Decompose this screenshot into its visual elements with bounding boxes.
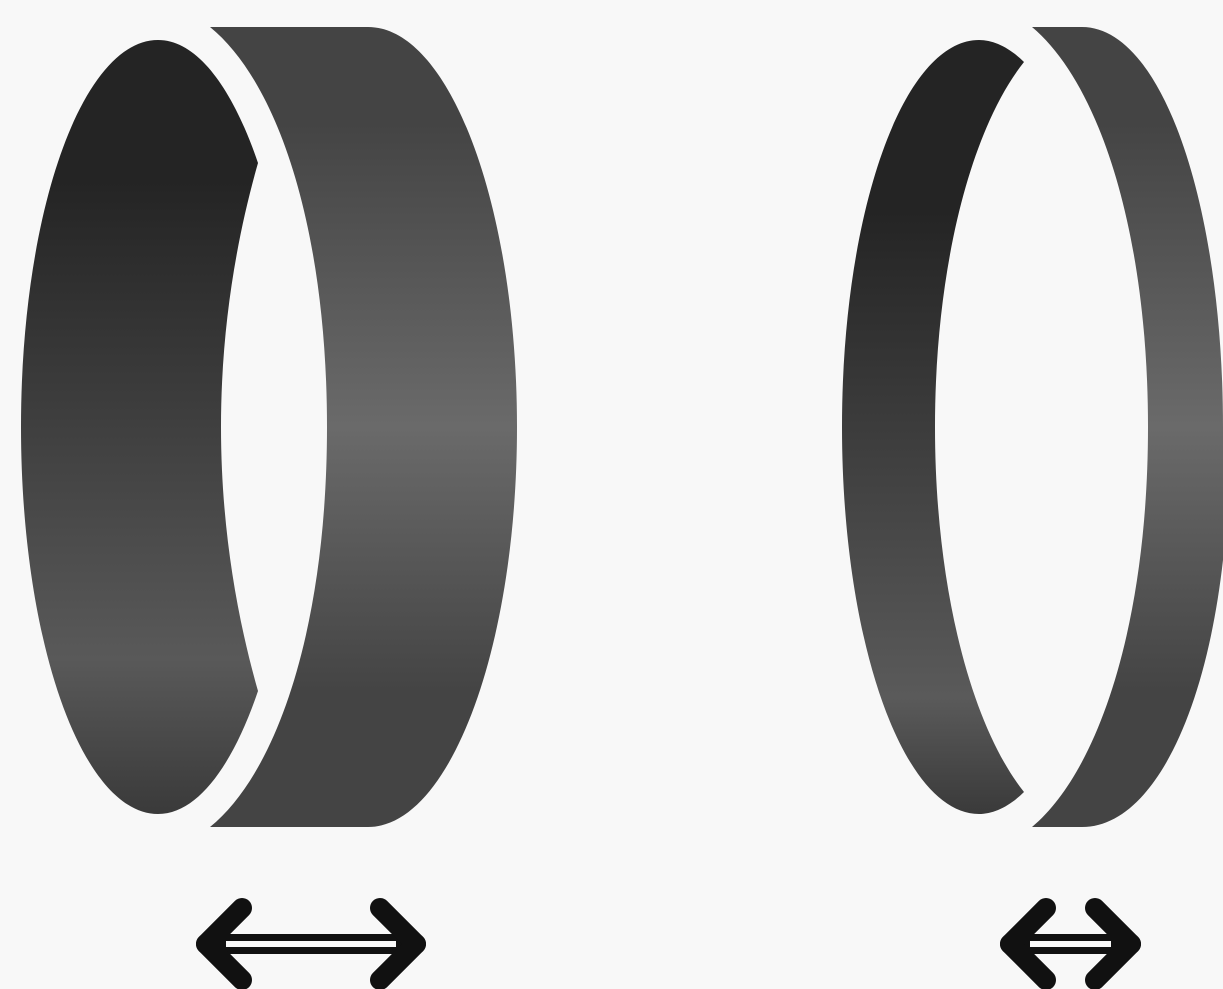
narrow-ring-back-band xyxy=(1032,27,1223,827)
wide-ring-back-band xyxy=(210,27,517,827)
narrow-ring-front-rim xyxy=(842,40,1024,814)
narrow-ring xyxy=(842,27,1223,827)
wide-ring xyxy=(21,27,517,827)
wide-ring-front-rim xyxy=(21,40,258,814)
